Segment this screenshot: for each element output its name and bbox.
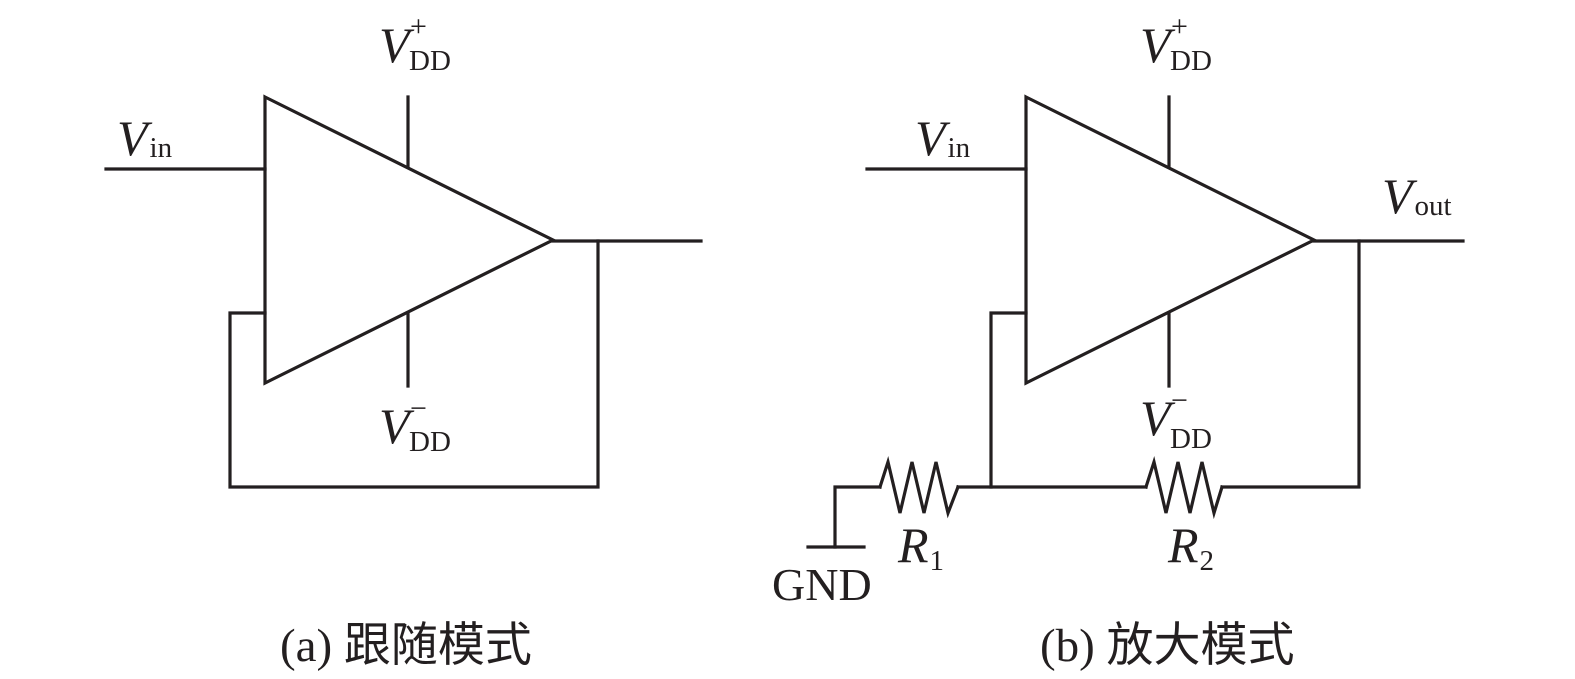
label-a-vdd-neg-sup: − [410,392,427,425]
label-a-vdd-pos-sub: DD [409,45,451,77]
opamp-b-inverting-wire [989,311,1028,489]
label-b-vdd-pos: V [1140,17,1176,73]
panel-a-follower-circuit: Vin V + DD V − DD (a) 跟随模式 [104,10,703,672]
resistor-r2-icon [1143,456,1224,520]
label-a-vdd-pos: V [379,17,415,73]
opamp-a-triangle [263,94,557,386]
label-b-vdd-pos-sup: + [1171,10,1188,43]
label-b-vdd-neg-sup: − [1171,384,1188,417]
label-b-vdd-pos-sub: DD [1170,45,1212,77]
panel-b-amplifier-circuit: Vin V + DD V − DD Vout R1 R2 GND (b) 放大模… [772,10,1465,672]
label-a-vdd-pos-sup: + [410,10,427,43]
label-a-vdd-neg: V [379,398,415,454]
opamp-b-feedback-wire [1220,239,1361,489]
label-gnd: GND [772,559,872,610]
resistor-r1-icon [877,456,961,519]
label-r1: R1 [897,517,944,577]
ground-wire [833,485,882,549]
label-a-vdd-neg-sub: DD [409,426,451,458]
caption-a: (a) 跟随模式 [280,620,532,672]
opamp-a-feedback-wire [228,239,600,489]
label-b-vin: Vin [915,110,971,166]
label-a-vin: Vin [117,110,173,166]
opamp-b-triangle [1024,94,1318,386]
label-b-vdd-neg: V [1140,390,1176,446]
label-r2: R2 [1167,517,1214,577]
label-b-vout: Vout [1382,168,1452,224]
label-b-vdd-neg-sub: DD [1170,423,1212,455]
caption-b: (b) 放大模式 [1040,620,1295,672]
